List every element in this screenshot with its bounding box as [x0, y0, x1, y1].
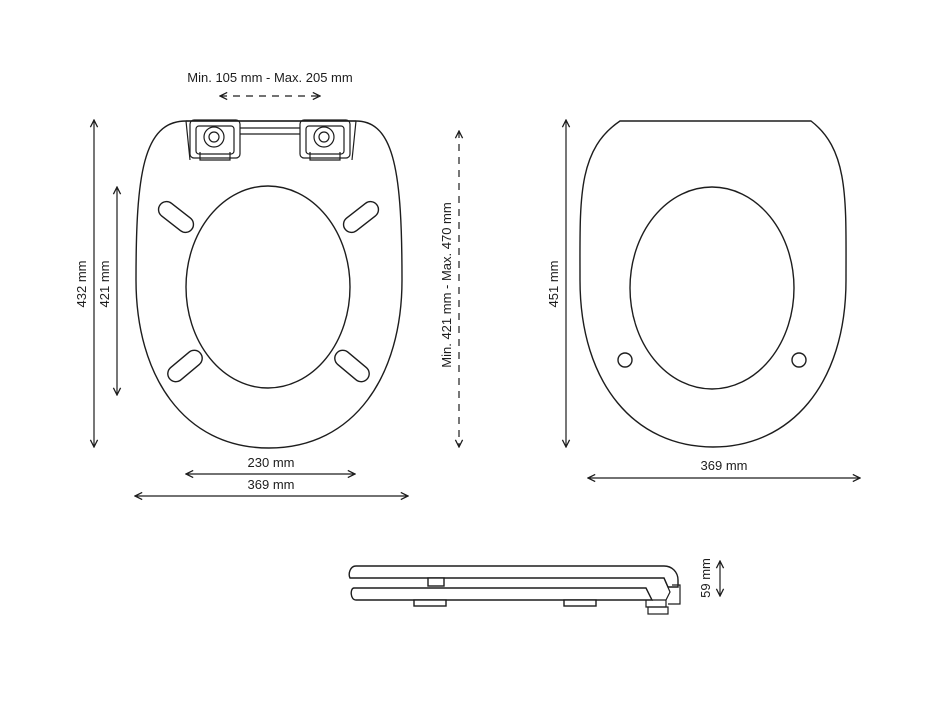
left-hinge	[189, 119, 241, 161]
side-lid	[348, 565, 679, 588]
bumper-bottom-right	[334, 349, 370, 383]
lid-top-view	[579, 120, 847, 448]
bumper-bottom-left	[167, 349, 203, 383]
right-hinge	[299, 119, 351, 161]
side-seat-bumper-left	[413, 599, 447, 607]
hinge-range-label: Min. 105 mm - Max. 205 mm	[187, 70, 352, 85]
height-label: 59 mm	[698, 558, 713, 598]
side-seat	[350, 587, 654, 601]
lid-width-label: 369 mm	[701, 458, 748, 473]
inner-width-label: 230 mm	[248, 455, 295, 470]
lid-inner-ellipse	[629, 186, 795, 390]
seat-side-view	[348, 565, 681, 615]
bumper-top-left	[157, 200, 195, 234]
side-lid-bumper	[427, 577, 445, 587]
seat-opening	[185, 185, 351, 389]
bumper-top-right	[342, 200, 380, 234]
seat-front-view	[135, 119, 403, 449]
length-total-label: 432 mm	[74, 261, 89, 308]
lid-length-label: 451 mm	[546, 261, 561, 308]
hinge-bar	[185, 120, 357, 161]
length-inner-label: 421 mm	[97, 261, 112, 308]
lid-right-hole	[791, 352, 807, 368]
seat-width-label: 369 mm	[248, 477, 295, 492]
side-seat-bumper-right	[563, 599, 597, 607]
hinge-length-range-label: Min. 421 mm - Max. 470 mm	[439, 202, 454, 367]
lid-left-hole	[617, 352, 633, 368]
